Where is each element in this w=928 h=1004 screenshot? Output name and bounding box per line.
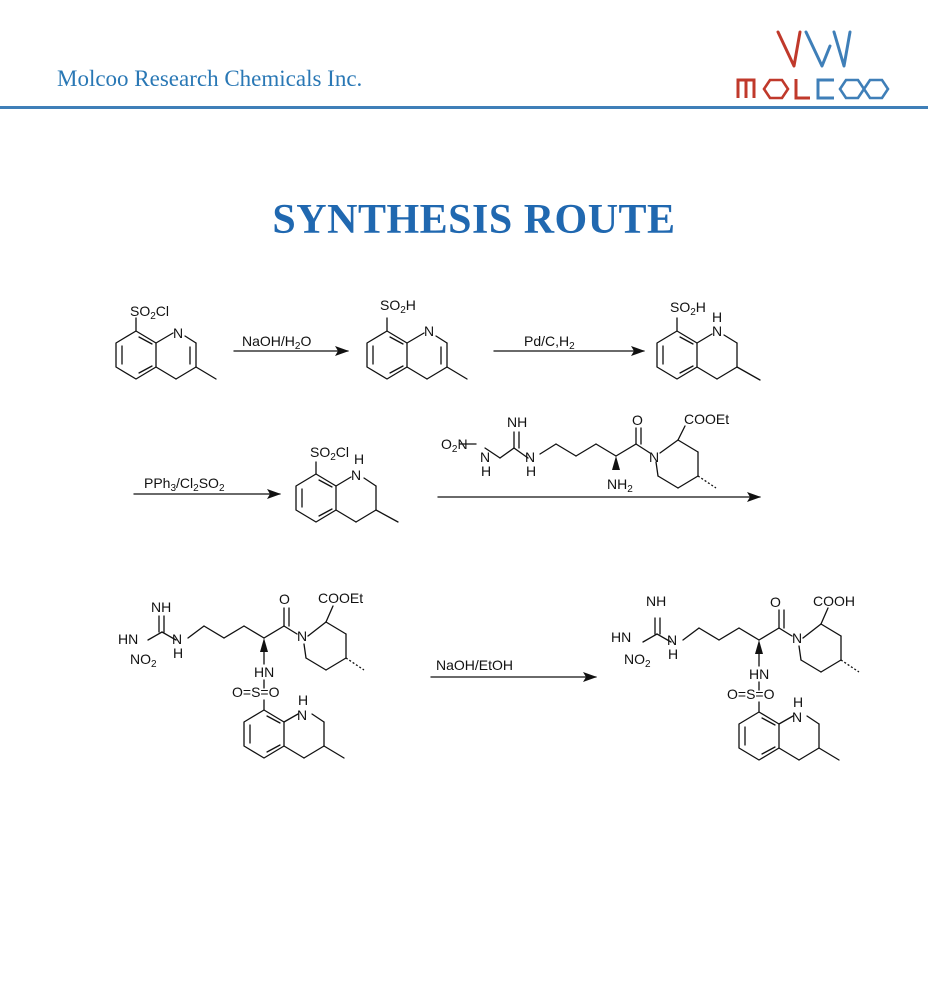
n-label: N	[424, 323, 434, 339]
svg-text:N: N	[525, 449, 535, 465]
nh-label: N	[712, 323, 722, 339]
n-label: N	[173, 325, 183, 341]
compound-ethyl-ester-intermediate: NH HN NO2 N H O N COOEt HN O=S=O N H	[118, 590, 365, 759]
svg-text:N: N	[297, 707, 307, 723]
svg-text:NO2: NO2	[130, 651, 157, 670]
compound-final-acid-product: NH HN NO2 N H O N COOH HN O=S=O N H	[611, 593, 860, 761]
nh-label: H	[712, 309, 722, 325]
header-rule	[0, 106, 928, 109]
reagent-nitroarginyl-pipecolate: O2N N H NH N H NH2 O N COOEt	[441, 411, 729, 495]
reagent-1: NaOH/H2O	[242, 333, 311, 352]
compound-sulfonyl-chloride-quinoline	[115, 317, 217, 380]
svg-text:O2N: O2N	[441, 436, 468, 455]
svg-text:HN: HN	[611, 629, 631, 645]
svg-text:NH: NH	[646, 593, 666, 609]
svg-text:N: N	[792, 709, 802, 725]
reagent-3: PPh3/Cl2SO2	[144, 475, 225, 494]
svg-text:O: O	[279, 591, 290, 607]
svg-text:O=S=O: O=S=O	[232, 684, 280, 700]
svg-text:N: N	[480, 449, 490, 465]
compound-tetrahydroquinoline-sulfonic-acid	[656, 317, 761, 381]
so2cl-label: SO2Cl	[310, 444, 349, 463]
svg-text:H: H	[526, 463, 536, 479]
svg-text:H: H	[481, 463, 491, 479]
svg-text:N: N	[172, 631, 182, 647]
svg-text:N: N	[297, 628, 307, 644]
svg-text:N: N	[667, 632, 677, 648]
svg-text:NH: NH	[151, 599, 171, 615]
company-name: Molcoo Research Chemicals Inc.	[57, 66, 363, 91]
svg-text:COOEt: COOEt	[684, 411, 729, 427]
svg-text:O=S=O: O=S=O	[727, 686, 775, 702]
nh-label: N	[351, 467, 361, 483]
svg-text:N: N	[792, 630, 802, 646]
compound-sulfonic-acid-quinoline	[366, 317, 468, 380]
svg-text:COOH: COOH	[813, 593, 855, 609]
svg-text:HN: HN	[749, 666, 769, 682]
so3h-label: SO2H	[380, 297, 416, 316]
svg-text:N: N	[649, 449, 659, 465]
svg-text:NO2: NO2	[624, 651, 651, 670]
svg-text:COOEt: COOEt	[318, 590, 363, 606]
svg-text:HN: HN	[118, 631, 138, 647]
svg-text:O: O	[770, 594, 781, 610]
svg-text:NH: NH	[507, 414, 527, 430]
so2cl-label: SO2Cl	[130, 303, 169, 322]
svg-text:H: H	[793, 694, 803, 710]
svg-text:H: H	[668, 646, 678, 662]
svg-text:H: H	[298, 692, 308, 708]
reagent-5: NaOH/EtOH	[436, 657, 513, 673]
compound-tetrahydroquinoline-sulfonyl-chloride	[295, 461, 399, 523]
svg-text:H: H	[173, 645, 183, 661]
molcoo-logo	[736, 30, 890, 100]
svg-text:O: O	[632, 412, 643, 428]
so3h-label: SO2H	[670, 299, 706, 318]
svg-text:NH2: NH2	[607, 476, 633, 495]
nh-label: H	[354, 451, 364, 467]
svg-text:HN: HN	[254, 664, 274, 680]
reagent-2: Pd/C,H2	[524, 333, 575, 352]
page-title: SYNTHESIS ROUTE	[272, 197, 676, 243]
